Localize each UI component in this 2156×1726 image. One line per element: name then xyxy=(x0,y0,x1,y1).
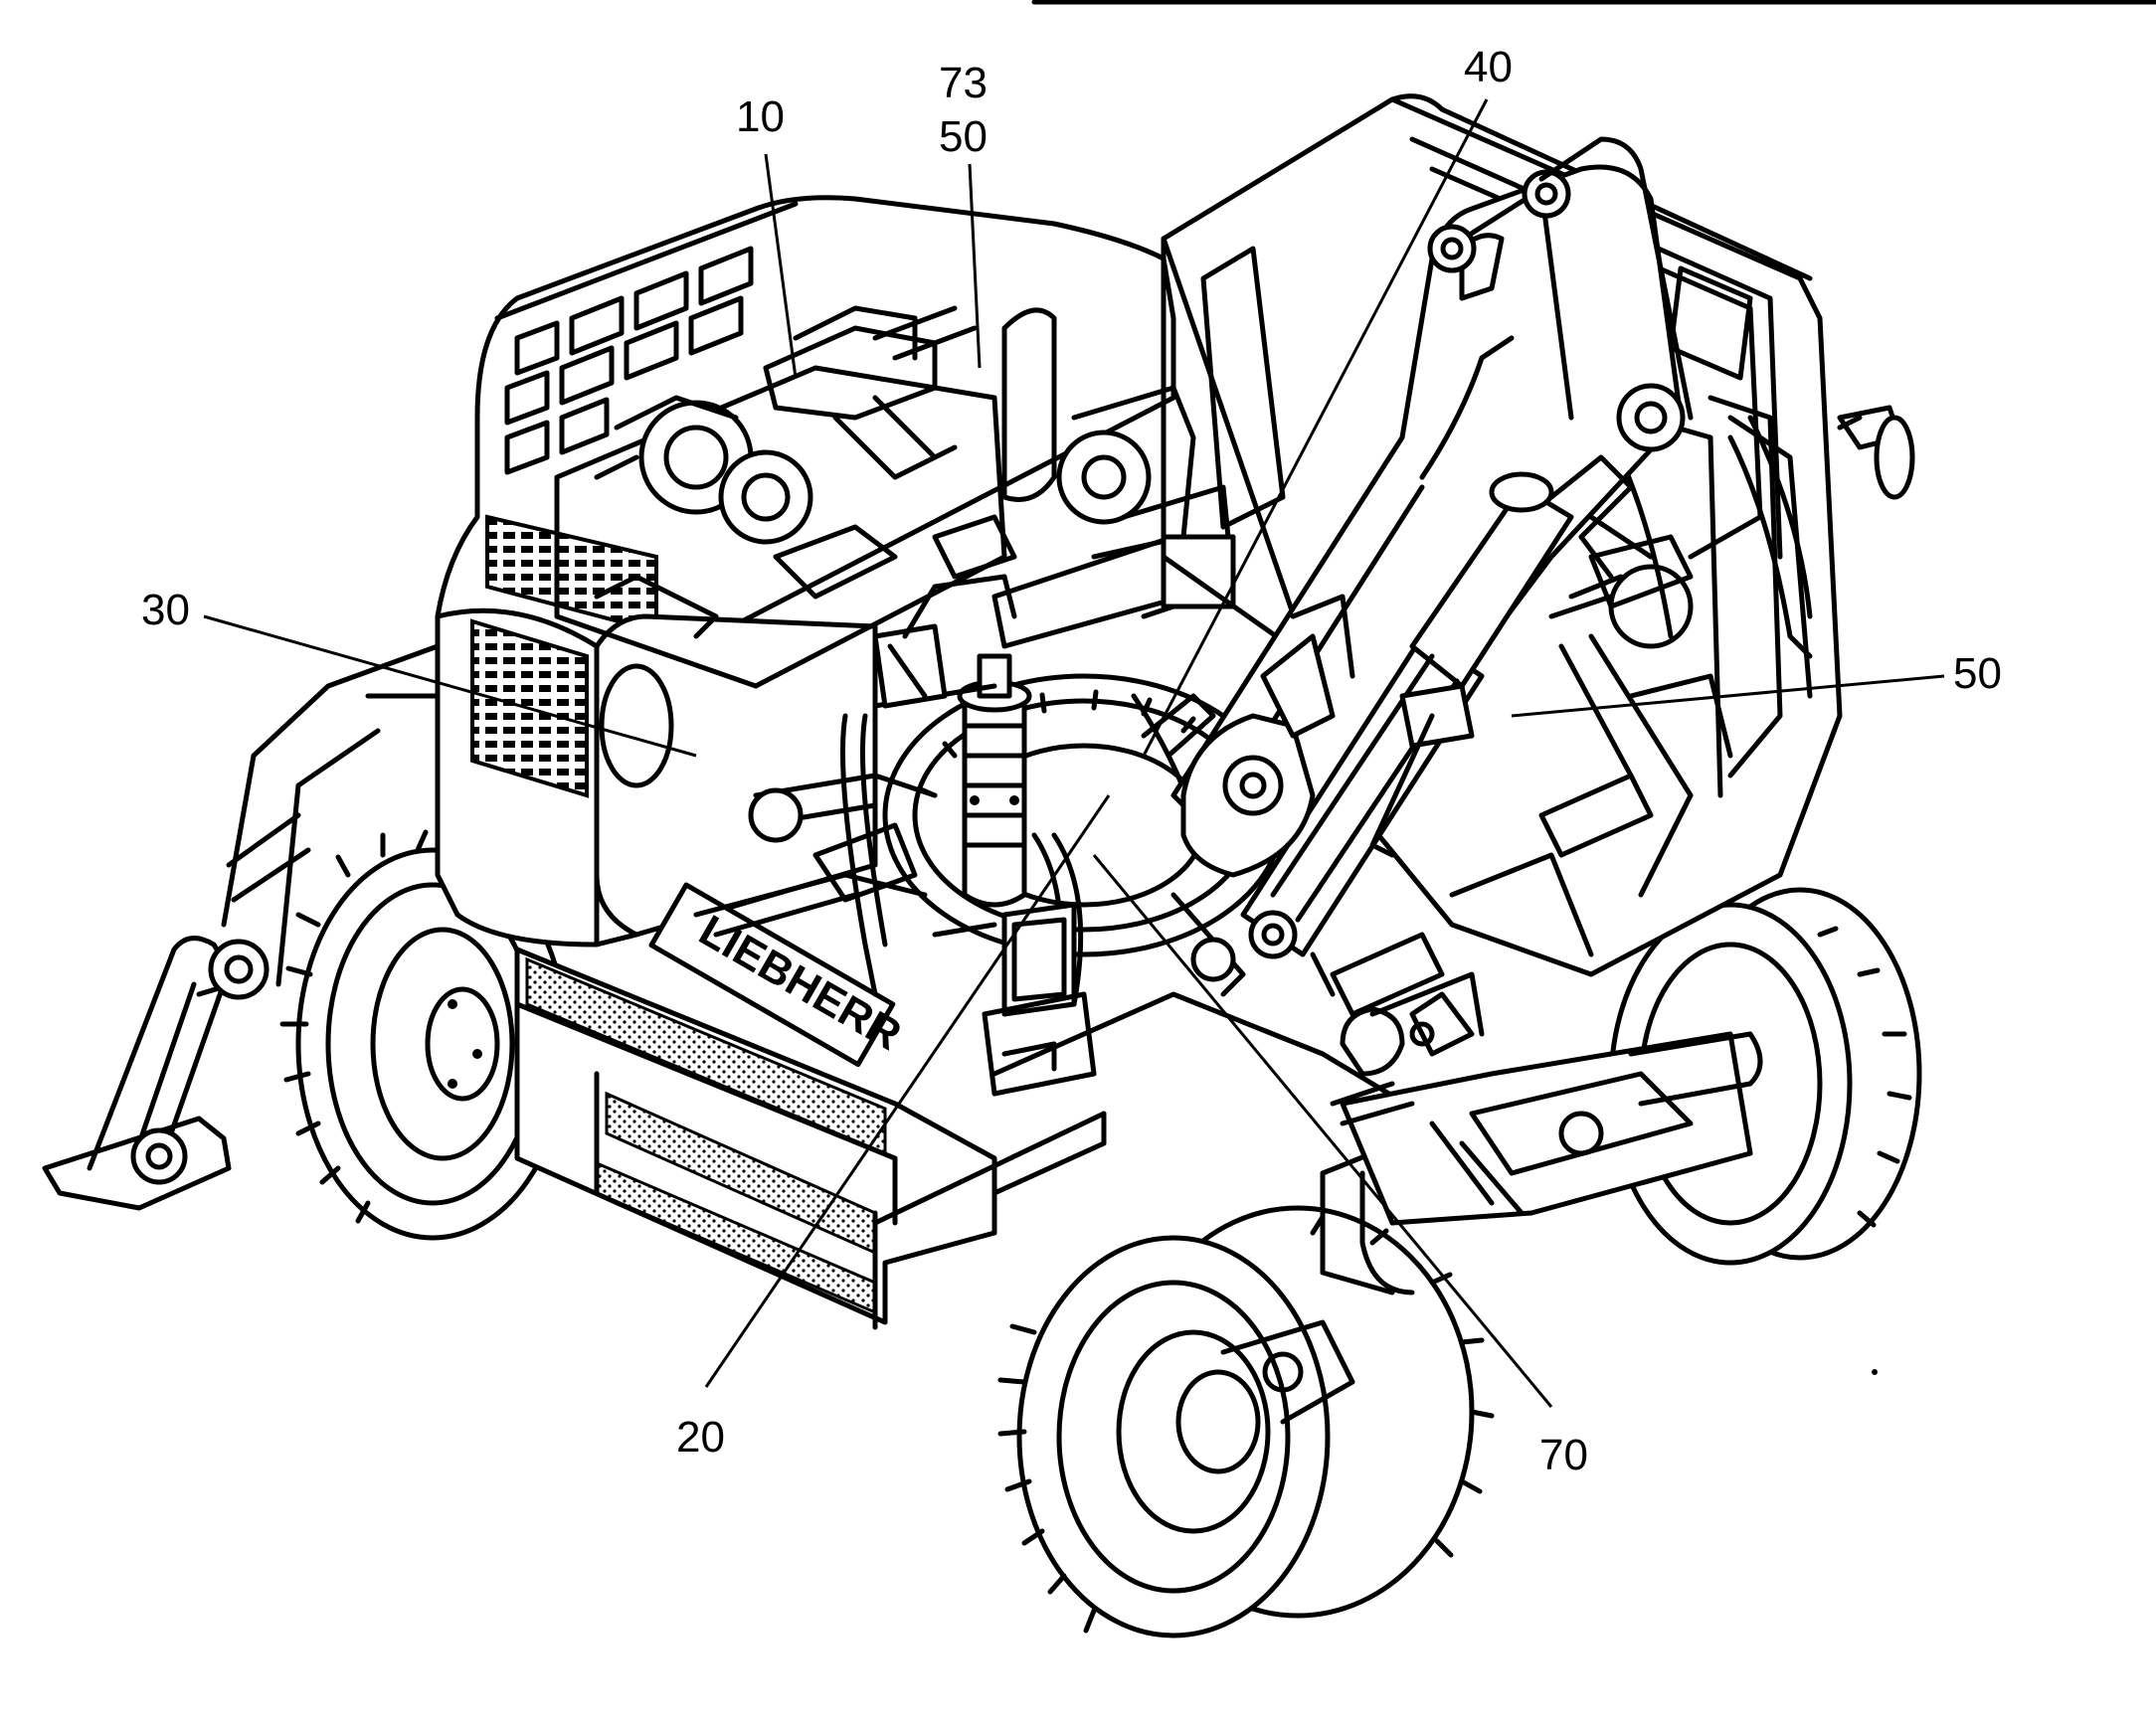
callout-30: 30 xyxy=(141,586,190,634)
callout-labels: 10 73 50 40 30 50 20 70 xyxy=(141,43,2002,1479)
callout-70: 70 xyxy=(1539,1431,1588,1479)
chassis-side xyxy=(1310,932,1485,1057)
rear-left-wheel xyxy=(279,829,570,1241)
hydraulic-hoses xyxy=(693,683,1196,1007)
front-left-wheel xyxy=(997,1205,1495,1639)
print-speck xyxy=(1872,1369,1878,1375)
rear-axle-assembly xyxy=(1330,1006,1763,1226)
engine-compartment xyxy=(554,305,1236,689)
undercarriage-frame xyxy=(514,947,1425,1330)
callout-50-right: 50 xyxy=(1953,649,2002,698)
boom-cylinder xyxy=(1240,454,1654,959)
control-valve-block xyxy=(932,902,1097,1097)
callout-leaders xyxy=(203,98,1945,1408)
callout-40: 40 xyxy=(1464,43,1513,91)
boom-base xyxy=(1170,594,1355,997)
callout-50-top: 50 xyxy=(939,112,988,161)
stabilizer-leg xyxy=(42,643,470,1211)
callout-10: 10 xyxy=(736,92,785,141)
callout-20: 20 xyxy=(676,1413,725,1462)
callout-73: 73 xyxy=(939,59,988,107)
rotary-joint xyxy=(957,653,1032,908)
engine-housing xyxy=(435,195,1176,948)
side-mirror xyxy=(872,574,1017,709)
